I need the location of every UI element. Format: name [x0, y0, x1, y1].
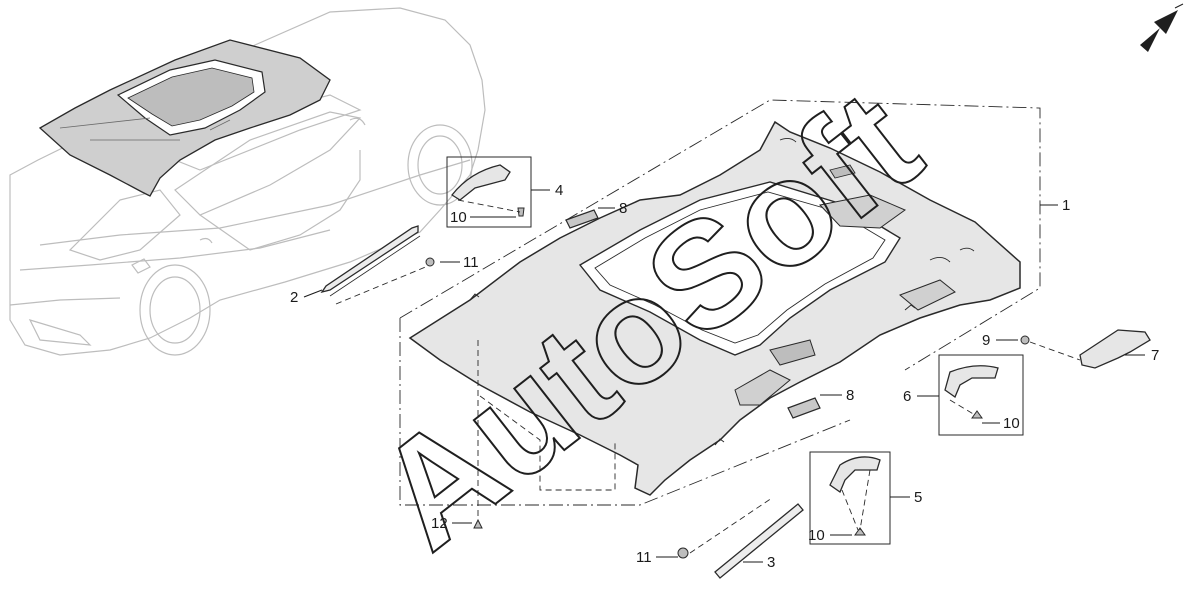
callout-11-lower: 11 [636, 549, 652, 566]
callout-2: 2 [290, 289, 298, 306]
callout-11-upper: 11 [463, 254, 479, 271]
callout-labels: 1 2 3 4 5 6 7 8 8 9 10 10 10 11 11 12 [290, 182, 1159, 571]
callout-10-upper: 10 [450, 209, 467, 226]
part-2-trim-strip [320, 225, 421, 297]
vehicle-overview [9, 7, 486, 356]
callout-12: 12 [431, 515, 448, 532]
callout-8-lower: 8 [846, 387, 854, 404]
fasteners [425, 257, 1030, 559]
part-3-trim-strip [714, 503, 804, 579]
headliner-panel [408, 120, 1021, 496]
vehicle-headliner-highlight [38, 39, 331, 197]
callout-9: 9 [982, 332, 990, 349]
callout-10-lower: 10 [808, 527, 825, 544]
callout-7: 7 [1151, 347, 1159, 364]
part-8-lamp-lower [787, 397, 821, 419]
part-4-box [446, 156, 532, 228]
part-6-box [938, 354, 1024, 436]
assembly-guides [335, 199, 1081, 554]
assembly-boundary [399, 99, 1041, 506]
part-5-box [809, 451, 891, 545]
callout-1: 1 [1062, 197, 1070, 214]
part-8-lamp-upper [565, 209, 599, 229]
callout-4: 4 [555, 182, 563, 199]
callout-3: 3 [767, 554, 775, 571]
callout-5: 5 [914, 489, 922, 506]
callout-6: 6 [903, 388, 911, 405]
part-7-bracket [1079, 329, 1151, 369]
leader-lines [303, 189, 1145, 563]
callout-8-upper: 8 [619, 200, 627, 217]
callout-10-right: 10 [1003, 415, 1020, 432]
direction-arrow-icon [1140, 3, 1184, 52]
